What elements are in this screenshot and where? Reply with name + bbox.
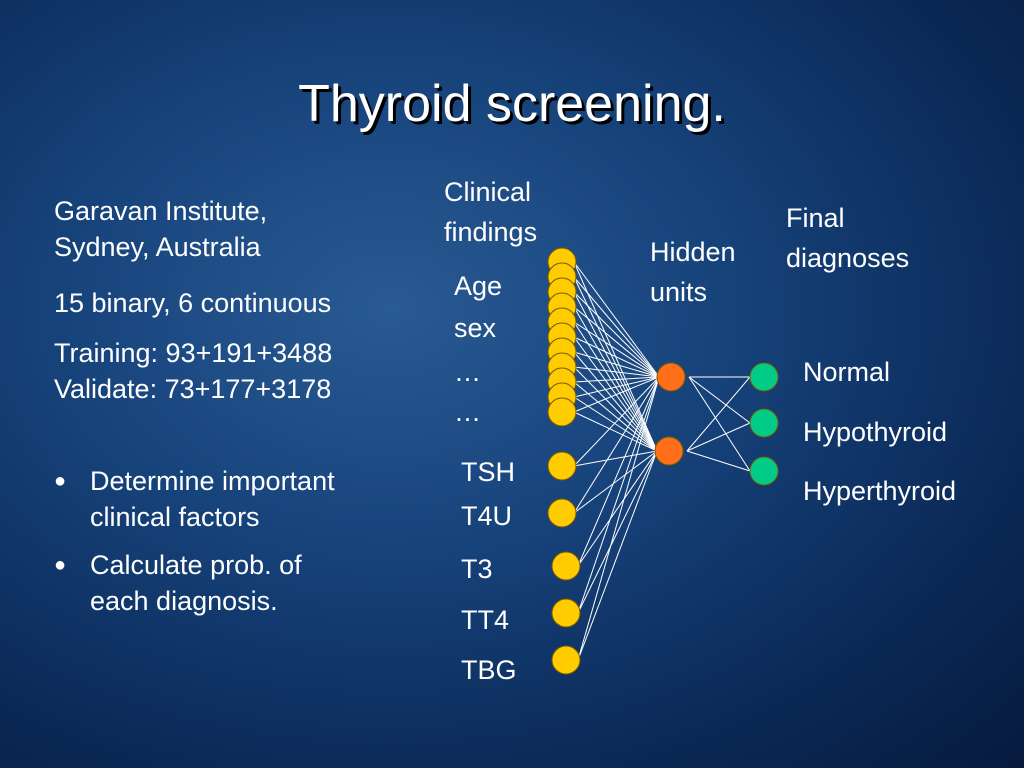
input-hidden-edge xyxy=(573,276,660,378)
input-hidden-edge xyxy=(577,376,660,661)
input-node xyxy=(547,322,577,352)
input-node xyxy=(551,598,581,628)
input-hidden-edge xyxy=(573,321,660,378)
input-hidden-edge xyxy=(573,306,660,378)
input-hidden-edge xyxy=(577,376,660,567)
input-hidden-edge xyxy=(577,450,658,614)
validate-line: Validate: 73+177+3178 xyxy=(54,374,332,404)
input-hidden-edge xyxy=(573,376,660,514)
training-line: Training: 93+191+3488 xyxy=(54,338,333,368)
bullet-list: ● Determine important clinical factors ●… xyxy=(54,463,424,619)
continuous-input-label: TT4 xyxy=(461,605,510,635)
input-hidden-edge xyxy=(577,376,660,614)
input-header-line: findings xyxy=(444,217,538,247)
hidden-output-edge xyxy=(686,450,751,472)
output-node xyxy=(749,408,779,438)
output-label: Normal xyxy=(803,357,891,387)
input-hidden-edge xyxy=(573,411,658,452)
input-label: … xyxy=(454,397,481,427)
bullet-item: ● Determine important clinical factors xyxy=(54,463,424,535)
input-hidden-edge xyxy=(577,450,658,567)
input-node xyxy=(547,498,577,528)
input-hidden-edge xyxy=(573,291,658,452)
input-hidden-edge xyxy=(573,336,660,378)
output-header-line: diagnoses xyxy=(786,243,910,273)
hidden-output-edge xyxy=(688,376,751,424)
output-node xyxy=(749,362,779,392)
input-hidden-edge xyxy=(573,376,660,467)
input-node xyxy=(547,247,577,277)
input-hidden-edge xyxy=(573,261,658,452)
hidden-node xyxy=(654,436,684,466)
input-hidden-edge xyxy=(573,351,658,452)
input-label: … xyxy=(454,357,481,387)
continuous-input-label: TSH xyxy=(461,457,515,487)
input-node xyxy=(547,262,577,292)
hidden-node xyxy=(656,362,686,392)
location-line: Sydney, Australia xyxy=(54,232,261,262)
output-header-line: Final xyxy=(786,203,845,233)
input-node xyxy=(551,551,581,581)
input-node xyxy=(547,451,577,481)
input-hidden-edge xyxy=(573,450,658,467)
output-label: Hyperthyroid xyxy=(803,476,957,506)
output-label: Hypothyroid xyxy=(803,417,948,447)
input-hidden-edge xyxy=(573,376,660,413)
output-node xyxy=(749,456,779,486)
input-node xyxy=(551,645,581,675)
input-hidden-edge xyxy=(573,351,660,378)
hidden-output-edge xyxy=(688,376,751,472)
input-node xyxy=(547,352,577,382)
bullet-item: ● Calculate prob. of each diagnosis. xyxy=(54,547,424,619)
input-hidden-edge xyxy=(573,450,658,514)
bullet-line: clinical factors xyxy=(90,502,260,532)
continuous-input-label: T3 xyxy=(461,554,493,584)
continuous-input-label: T4U xyxy=(461,501,513,531)
hidden-header-line: units xyxy=(650,277,708,307)
input-hidden-edge xyxy=(577,450,658,661)
continuous-input-label: TBG xyxy=(461,655,517,685)
bullet-dot-icon: ● xyxy=(54,554,67,576)
input-node xyxy=(547,292,577,322)
hidden-header-line: Hidden xyxy=(650,237,736,267)
input-hidden-edge xyxy=(573,376,660,398)
input-hidden-edge xyxy=(573,376,660,383)
left-text-panel: Garavan Institute, Sydney, Australia 15 … xyxy=(54,193,424,631)
input-hidden-edge xyxy=(573,396,658,452)
bullet-line: Determine important xyxy=(90,466,335,496)
input-hidden-edge xyxy=(573,321,658,452)
input-node xyxy=(547,307,577,337)
input-hidden-edge xyxy=(573,366,660,378)
input-hidden-edge xyxy=(573,366,658,452)
hidden-output-edge xyxy=(686,376,751,452)
input-hidden-edge xyxy=(573,291,660,378)
input-label: Age xyxy=(454,271,503,301)
input-node xyxy=(547,382,577,412)
input-node xyxy=(547,337,577,367)
input-header-line: Clinical xyxy=(444,177,532,207)
input-hidden-edge xyxy=(573,276,658,452)
slide-title: Thyroid screening. xyxy=(298,75,726,133)
input-hidden-edge xyxy=(573,306,658,452)
input-hidden-edge xyxy=(573,261,660,378)
hidden-output-edge xyxy=(686,422,751,452)
input-node xyxy=(547,397,577,427)
input-node xyxy=(547,277,577,307)
input-node xyxy=(547,367,577,397)
institute-line: Garavan Institute, xyxy=(54,196,268,226)
bullet-dot-icon: ● xyxy=(54,470,67,492)
bullet-line: each diagnosis. xyxy=(90,586,278,616)
input-hidden-edge xyxy=(573,336,658,452)
bullet-line: Calculate prob. of xyxy=(90,550,302,580)
input-hidden-edge xyxy=(573,381,658,452)
variables-line: 15 binary, 6 continuous xyxy=(54,288,332,318)
input-label: sex xyxy=(454,313,497,343)
